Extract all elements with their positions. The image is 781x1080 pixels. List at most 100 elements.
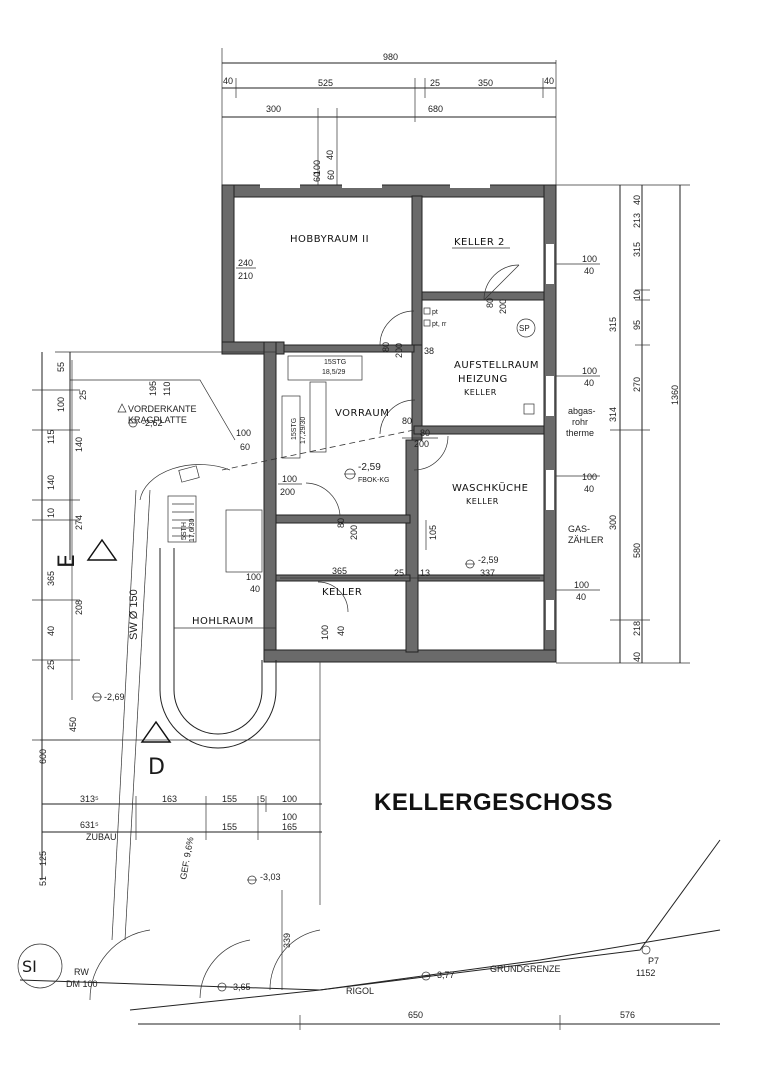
dim-40-right: 40 xyxy=(544,76,554,86)
dim-60-top-b: 60 xyxy=(326,170,336,180)
dim-80a: 80 xyxy=(381,342,391,352)
dim-100-b1: 100 xyxy=(282,794,297,804)
level-markers: -2,62 -2,59 FBOK-KG -2,59 337 -2,69 -3,0… xyxy=(92,418,499,992)
left-dimension-lines: 55 100 25 115 140 140 10 274 365 208 40 … xyxy=(32,352,172,886)
dim-40-inner: 40 xyxy=(250,584,260,594)
stair-label-1: 15STG xyxy=(324,359,346,366)
kragplatte-label: KRAGPLATTE xyxy=(128,415,187,425)
sw-label: SW Ø 150 xyxy=(128,589,140,640)
room-waschkueche: WASCHKÜCHE xyxy=(452,481,528,494)
p7-label: P7 xyxy=(648,956,659,966)
dim-win-100a: 100 xyxy=(582,254,597,264)
building-walls xyxy=(221,182,557,663)
gef-label: GEF. 9,6% xyxy=(178,836,195,880)
dim-l-100: 100 xyxy=(56,397,66,412)
level-337: 337 xyxy=(480,568,495,578)
dim-13: 13 xyxy=(420,568,430,578)
dim-r-580: 580 xyxy=(632,543,642,558)
gas-label-1: GAS- xyxy=(568,524,590,534)
plan-title: KELLERGESCHOSS xyxy=(374,789,613,816)
room-labels: HOBBYRAUM II KELLER 2 AUFSTELLRAUM HEIZU… xyxy=(192,234,539,627)
abgas-label-3: therme xyxy=(566,428,594,438)
section-markers: E D xyxy=(55,538,172,780)
dim-650: 650 xyxy=(408,1010,423,1020)
dim-l-51: 51 xyxy=(38,876,48,886)
dim-l-40: 40 xyxy=(46,626,56,636)
dim-r-314: 314 xyxy=(608,407,618,422)
dim-win-40a: 40 xyxy=(584,266,594,276)
dim-l-115: 115 xyxy=(46,430,56,444)
dim-40-top: 40 xyxy=(325,150,335,160)
abgas-label-2: rohr xyxy=(572,417,588,427)
dim-r-300: 300 xyxy=(608,515,618,530)
vorderkante-label: VORDERKANTE xyxy=(128,404,197,414)
dim-80-vorraum: 80 xyxy=(402,416,412,426)
pt-label-1: pt xyxy=(432,309,438,316)
dim-365: 365 xyxy=(332,566,347,576)
dim-80c: 80 xyxy=(420,428,430,438)
dim-r-40a: 40 xyxy=(632,195,642,205)
dim-100-b2: 100 xyxy=(282,812,297,822)
dim-631: 631⁵ xyxy=(80,820,99,830)
marker-e: E xyxy=(55,554,80,568)
room-heizung: HEIZUNG xyxy=(458,374,508,385)
dim-l-274: 274 xyxy=(74,515,84,530)
site-boundary: SI RW DM 100 RIGOL GRUNDGRENZE P7 1152 6… xyxy=(17,839,721,1030)
stairs xyxy=(167,355,363,573)
stair-label-3: 5STH xyxy=(181,522,188,540)
stair-label-2b: 17,29/30 xyxy=(300,417,307,444)
dim-l-110: 110 xyxy=(162,382,172,396)
dim-l-600: 600 xyxy=(38,749,48,764)
dim-l-208: 208 xyxy=(74,600,84,615)
dim-313: 313⁵ xyxy=(80,794,99,804)
dim-r-218: 218 xyxy=(632,621,642,636)
dim-l-25b: 25 xyxy=(46,660,56,670)
right-dimension-lines: 40 213 315 10 95 315 270 314 1360 300 58… xyxy=(556,184,690,664)
dim-win-40d: 40 xyxy=(576,592,586,602)
dim-l-125: 125 xyxy=(38,851,48,866)
gas-label-2: ZÄHLER xyxy=(568,535,604,545)
dim-350: 350 xyxy=(478,78,493,88)
dim-win-40b: 40 xyxy=(584,378,594,388)
dim-38: 38 xyxy=(424,346,434,356)
dim-l-450: 450 xyxy=(68,717,78,732)
zubau-label: ZUBAU xyxy=(86,832,117,842)
dim-l-55: 55 xyxy=(56,362,66,372)
dim-200b: 200 xyxy=(498,299,508,314)
dim-win-40c: 40 xyxy=(584,484,594,494)
dim-576: 576 xyxy=(620,1010,635,1020)
dim-5: 5 xyxy=(260,794,265,804)
stair-label-3b: 17,6/30 xyxy=(189,519,196,542)
level-5: -3,03 xyxy=(260,872,281,882)
dim-339: 339 xyxy=(282,933,292,948)
dim-80d: 80 xyxy=(336,518,346,528)
level-2: -2,59 xyxy=(358,462,381,473)
level-7: -3,77 xyxy=(434,970,455,980)
annotations: VORDERKANTE KRAGPLATTE abgas- rohr therm… xyxy=(117,307,604,640)
dim-l-140a: 140 xyxy=(74,437,84,452)
dim-r-315b: 315 xyxy=(608,317,618,332)
dim-60-top-a: 60 xyxy=(312,172,322,182)
pt-label-2: pt, rr xyxy=(432,321,447,328)
rw-label: RW xyxy=(74,967,89,977)
dim-l-25: 25 xyxy=(78,390,88,400)
dim-r-270: 270 xyxy=(632,377,642,392)
dim-200e: 200 xyxy=(349,525,359,540)
level-3: -2,59 xyxy=(478,555,499,565)
dim-l-195: 195 xyxy=(148,381,158,396)
si-marker: SI xyxy=(22,957,37,976)
dim-80b: 80 xyxy=(485,298,495,308)
stair-label-2: 15STG xyxy=(291,418,298,440)
rigol-label: RIGOL xyxy=(346,986,374,996)
dim-155b: 155 xyxy=(222,822,237,832)
dim-40-left: 40 xyxy=(223,76,233,86)
dim-r-315a: 315 xyxy=(632,242,642,257)
dim-680: 680 xyxy=(428,104,443,114)
dim-25: 25 xyxy=(430,78,440,88)
room-aufstellraum: AUFSTELLRAUM xyxy=(454,360,539,371)
p7-value: 1152 xyxy=(636,968,655,978)
dim-155a: 155 xyxy=(222,794,237,804)
dim-240: 240 xyxy=(238,258,253,268)
